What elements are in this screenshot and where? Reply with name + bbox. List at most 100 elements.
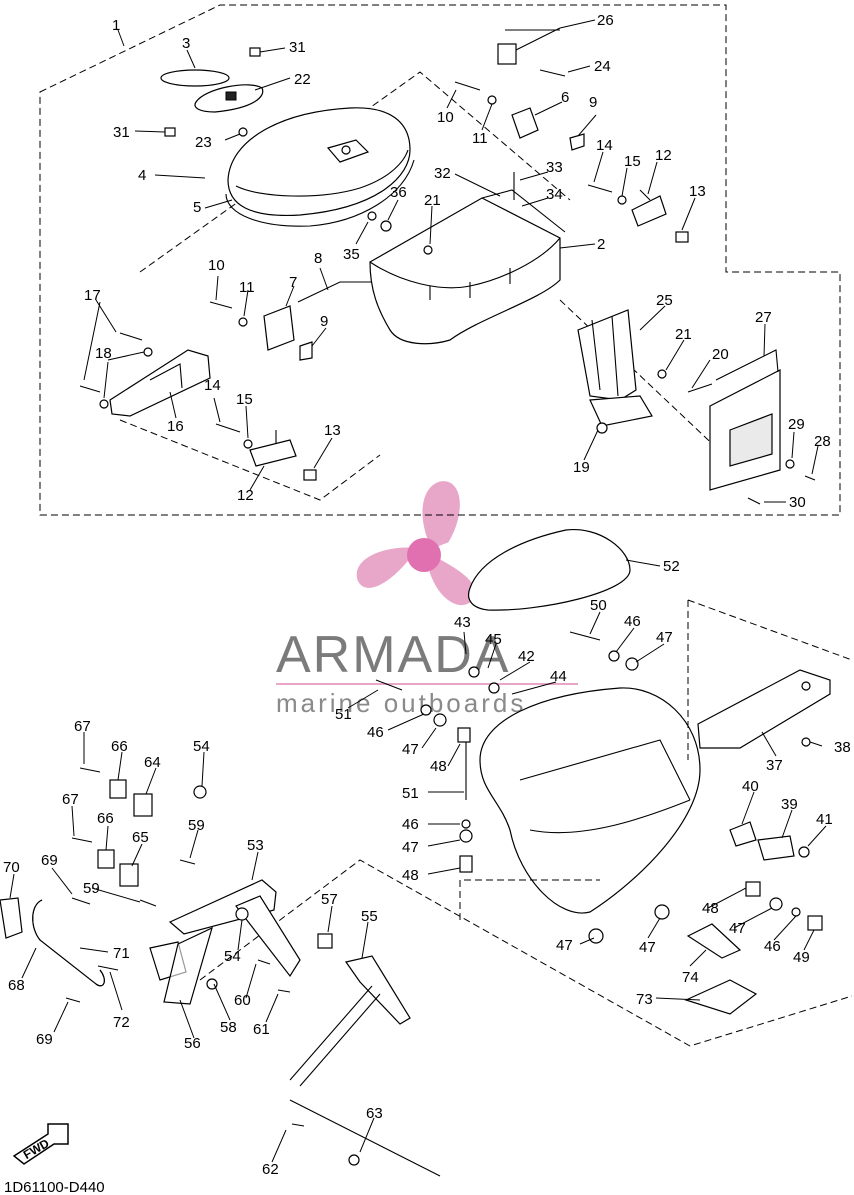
callout-label: 46 [367, 724, 384, 741]
callout-label: 46 [624, 613, 641, 630]
callout-label: 61 [253, 1021, 270, 1038]
mount-bracket-53 [168, 879, 301, 978]
callout-label: 11 [239, 279, 255, 296]
callout-label: 6 [561, 89, 569, 106]
callout-label: 36 [390, 184, 407, 201]
hinge-bracket-upper [511, 107, 585, 151]
callout-label: 50 [590, 597, 607, 614]
callout-label: 25 [656, 292, 673, 309]
callout-label: 43 [454, 614, 471, 631]
callout-label: 21 [675, 326, 692, 343]
callout-label: 31 [113, 124, 130, 141]
callout-label: 45 [485, 631, 502, 648]
callout-label: 59 [83, 880, 100, 897]
callout-label: 14 [204, 377, 221, 394]
saddlebag-case [369, 189, 566, 345]
callout-label: 54 [193, 738, 210, 755]
callout-label: 42 [518, 648, 535, 665]
callout-label: 35 [343, 246, 360, 263]
callout-label: 8 [314, 250, 322, 267]
callout-label: 9 [589, 94, 597, 111]
lower-panel-37 [697, 669, 831, 749]
callout-label: 4 [138, 167, 146, 184]
callout-label: 49 [793, 949, 810, 966]
callout-label: 9 [320, 313, 328, 330]
callout-label: 5 [193, 199, 201, 216]
callout-label: 54 [224, 948, 241, 965]
callout-label: 32 [434, 165, 451, 182]
callout-label: 65 [132, 829, 149, 846]
callout-label: 53 [247, 837, 264, 854]
callout-label: 3 [182, 35, 190, 52]
callout-label: 14 [596, 137, 613, 154]
callout-label: 72 [113, 1014, 130, 1031]
callout-label: 12 [655, 147, 672, 164]
callout-label: 47 [729, 920, 746, 937]
callout-label: 48 [430, 758, 447, 775]
callout-label: 68 [8, 977, 25, 994]
callout-label: 31 [289, 39, 306, 56]
callout-label: 33 [546, 159, 563, 176]
callout-label: 64 [144, 754, 161, 771]
callout-label: 21 [424, 192, 441, 209]
callout-label: 18 [95, 345, 112, 362]
strut-rod [289, 985, 441, 1177]
callout-label: 15 [624, 153, 641, 170]
callout-label: 70 [3, 859, 20, 876]
callout-label: 17 [84, 287, 101, 304]
callout-label: 28 [814, 433, 831, 450]
callout-label: 71 [113, 945, 130, 962]
callout-label: 10 [208, 257, 225, 274]
latch-rod [297, 27, 561, 303]
callout-label: 69 [36, 1031, 53, 1048]
guard-rail-68 [0, 897, 105, 987]
callout-label: 48 [702, 900, 719, 917]
callout-label: 16 [167, 418, 184, 435]
callout-label: 12 [237, 487, 254, 504]
saddlebag-liner [467, 529, 631, 611]
watermark-tagline: marine outboards [276, 688, 526, 718]
callout-label: 27 [755, 309, 772, 326]
callout-label: 58 [220, 1019, 237, 1036]
callout-label: 29 [788, 416, 805, 433]
callout-label: 44 [550, 668, 567, 685]
callout-label: 19 [573, 459, 590, 476]
brackets-lower-left [149, 926, 411, 1025]
callout-label: 39 [781, 796, 798, 813]
callout-label: 56 [184, 1035, 201, 1052]
lid-handle [160, 47, 264, 137]
callout-label: 48 [402, 867, 419, 884]
lower-fasteners [65, 631, 823, 1166]
diagram-code: 1D61100-D440 [4, 1179, 105, 1195]
lid-seal [225, 159, 415, 227]
callout-label: 66 [111, 738, 128, 755]
callout-label: 13 [689, 183, 706, 200]
callout-label: 22 [294, 71, 311, 88]
callout-label: 47 [656, 629, 673, 646]
callout-label: 47 [639, 939, 656, 956]
saddlebag-lid [227, 107, 411, 217]
callout-label: 57 [321, 891, 338, 908]
callout-label: 38 [834, 739, 851, 756]
top-assembly-boundary [39, 4, 841, 516]
callout-label: 30 [789, 494, 806, 511]
callout-label: 7 [289, 274, 297, 291]
callout-label: 37 [766, 757, 783, 774]
hinge-bracket-lower [263, 305, 313, 361]
callout-label: 47 [402, 839, 419, 856]
callout-label: 40 [742, 778, 759, 795]
callout-label: 60 [234, 992, 251, 1009]
callout-label: 47 [402, 741, 419, 758]
side-bracket-assembly [577, 309, 653, 427]
callout-label: 2 [597, 236, 605, 253]
callout-label: 13 [324, 422, 341, 439]
callout-label: 59 [188, 817, 205, 834]
callout-label: 62 [262, 1161, 279, 1178]
callout-label: 11 [472, 130, 488, 147]
callout-label: 52 [663, 558, 680, 575]
callout-label: 63 [366, 1105, 383, 1122]
callout-label: 10 [437, 109, 454, 126]
callout-label: 26 [597, 12, 614, 29]
lower-right-parts [684, 821, 795, 1015]
